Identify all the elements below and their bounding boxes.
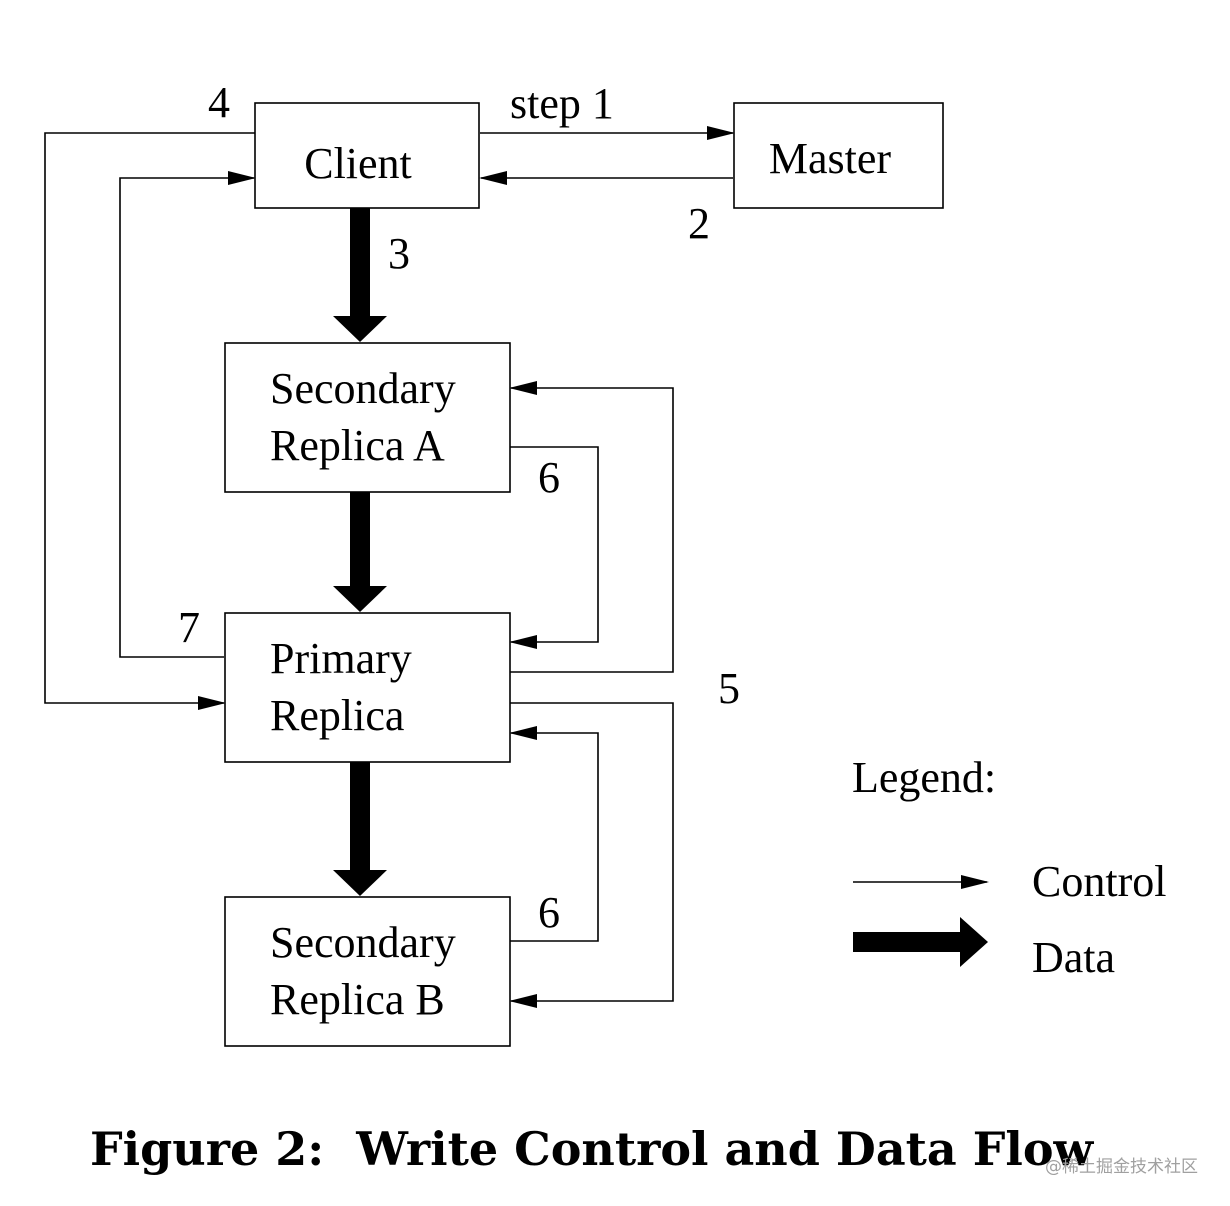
legend-data-label: Data — [1032, 933, 1115, 982]
control-arrow-step5-primary-to-secondary-a — [509, 381, 674, 673]
data-arrow-secondary-a-to-primary — [333, 492, 387, 612]
control-arrow-step7-primary-to-client — [119, 171, 256, 658]
step-label-5: 5 — [718, 664, 740, 713]
secondary-replica-a-node: Secondary Replica A — [224, 342, 511, 493]
control-arrow-step6-secondary-a-to-primary — [509, 446, 599, 649]
master-label: Master — [769, 134, 892, 183]
secondary-replica-b-label-line1: Secondary — [270, 918, 456, 967]
control-arrow-step5-primary-to-secondary-b — [509, 702, 674, 1008]
secondary-replica-a-label-line2: Replica A — [270, 421, 445, 470]
step-label-7: 7 — [178, 603, 200, 652]
data-arrow-primary-to-secondary-b — [333, 762, 387, 896]
master-node: Master — [733, 102, 944, 209]
step-label-1: step 1 — [510, 79, 614, 128]
step-label-3: 3 — [388, 229, 410, 278]
legend-title: Legend: — [852, 753, 996, 802]
step-label-4: 4 — [208, 78, 230, 127]
step-label-6-secondary-a: 6 — [538, 453, 560, 502]
figure-caption: Figure 2: Write Control and Data Flow — [90, 1122, 1095, 1176]
primary-replica-label-line2: Replica — [270, 691, 404, 740]
step-label-2: 2 — [688, 199, 710, 248]
primary-replica-node: Primary Replica — [224, 612, 511, 763]
data-arrow-client-to-secondary-a — [333, 208, 387, 342]
legend: Legend: Control Data — [852, 753, 1166, 982]
primary-replica-label-line1: Primary — [270, 634, 412, 683]
secondary-replica-b-label-line2: Replica B — [270, 975, 445, 1024]
secondary-replica-b-node: Secondary Replica B — [224, 896, 511, 1047]
control-arrow-step6-secondary-b-to-primary — [509, 726, 599, 942]
client-node: Client — [254, 102, 480, 209]
client-label: Client — [304, 139, 412, 188]
step-label-6-secondary-b: 6 — [538, 888, 560, 937]
legend-control-label: Control — [1032, 857, 1166, 906]
legend-data-arrow — [853, 917, 988, 967]
control-arrow-step4-client-to-primary — [44, 132, 255, 710]
watermark-text: @稀土掘金技术社区 — [1045, 1157, 1198, 1177]
secondary-replica-a-label-line1: Secondary — [270, 364, 456, 413]
